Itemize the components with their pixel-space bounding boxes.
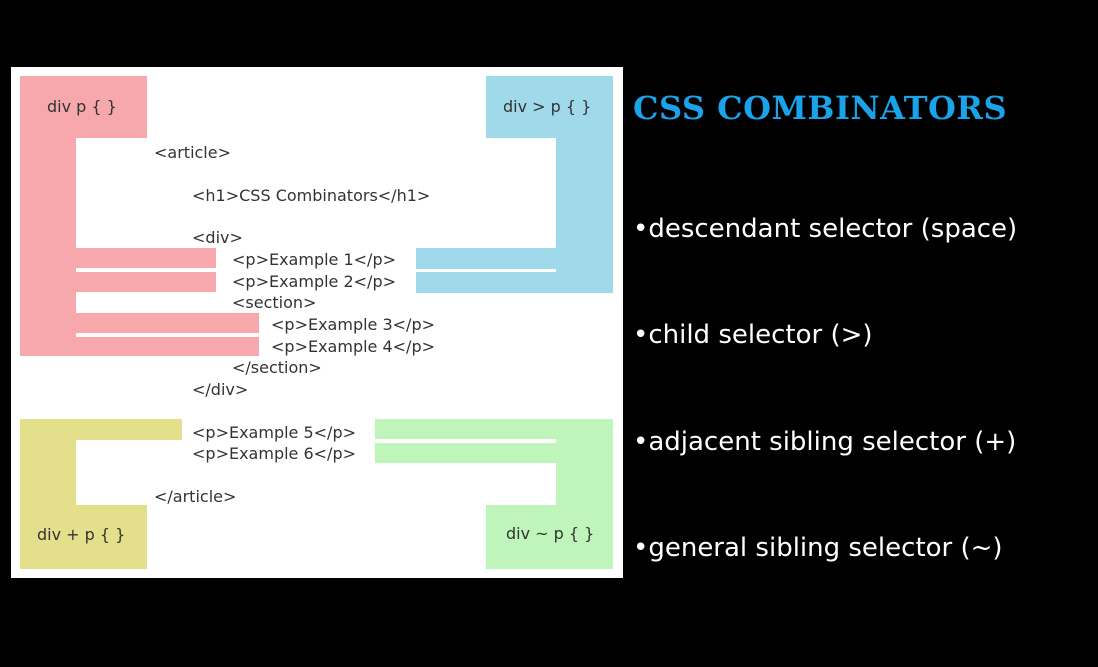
code-line-example-6: <p>Example 6</p>: [192, 444, 357, 463]
bullet-descendant: •descendant selector (space): [633, 214, 1018, 244]
descendant-highlight-bracket: [20, 138, 76, 356]
adjacent-selector-label: div + p { }: [37, 525, 126, 544]
descendant-highlight-ex3: [76, 313, 259, 333]
code-line-div-open: <div>: [192, 228, 243, 247]
code-line-article-close: </article>: [154, 487, 237, 506]
child-selector-label: div > p { }: [503, 97, 592, 116]
code-line-section-open: <section>: [232, 293, 317, 312]
code-line-example-5: <p>Example 5</p>: [192, 423, 357, 442]
general-highlight-label-box: [486, 505, 613, 569]
combinator-diagram: div p { } div > p { } div + p { } div ~ …: [11, 67, 623, 578]
child-highlight-ex2: [416, 272, 556, 293]
code-line-example-4: <p>Example 4</p>: [271, 337, 436, 356]
child-highlight-label-box: [486, 76, 613, 138]
descendant-highlight-label-box: [20, 76, 147, 138]
adjacent-highlight-ex5: [76, 419, 182, 440]
descendant-highlight-ex1: [76, 248, 216, 268]
descendant-selector-label: div p { }: [47, 97, 117, 116]
descendant-highlight-ex4: [76, 337, 259, 356]
general-highlight-ex5: [375, 419, 556, 439]
general-highlight-ex6: [375, 443, 556, 463]
code-line-article-open: <article>: [154, 143, 231, 162]
slide-title: CSS COMBINATORS: [633, 89, 1008, 127]
descendant-highlight-ex2: [76, 272, 216, 292]
code-line-example-3: <p>Example 3</p>: [271, 315, 436, 334]
general-selector-label: div ~ p { }: [506, 524, 595, 543]
bullet-child: •child selector (>): [633, 320, 873, 350]
code-line-section-close: </section>: [232, 358, 322, 377]
bullet-adjacent: •adjacent sibling selector (+): [633, 427, 1017, 457]
general-highlight-bracket: [556, 419, 613, 505]
code-line-example-1: <p>Example 1</p>: [232, 250, 397, 269]
adjacent-highlight-label-box: [20, 505, 147, 569]
code-line-div-close: </div>: [192, 380, 249, 399]
adjacent-highlight-bracket: [20, 419, 76, 505]
bullet-general: •general sibling selector (~): [633, 533, 1003, 563]
child-highlight-ex1: [416, 248, 556, 269]
code-line-h1: <h1>CSS Combinators</h1>: [192, 186, 431, 205]
code-line-example-2: <p>Example 2</p>: [232, 272, 397, 291]
child-highlight-bracket: [556, 138, 613, 293]
